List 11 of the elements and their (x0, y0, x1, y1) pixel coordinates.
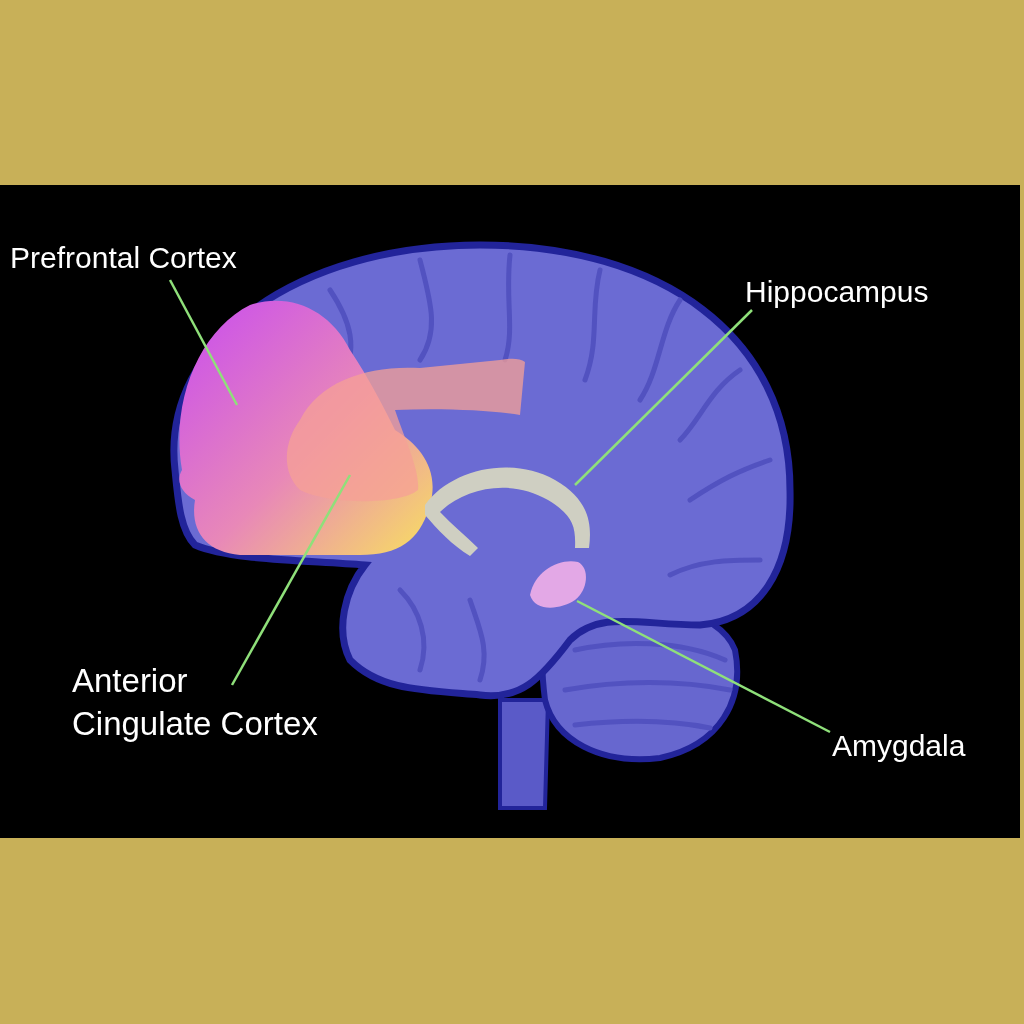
leader-line (168, 279, 239, 406)
leader-line (574, 309, 753, 486)
part-label: Hippocampus (745, 272, 975, 311)
brain-region (286, 358, 525, 502)
part-label: Prefrontal Cortex (10, 238, 290, 277)
leader-line (230, 474, 352, 686)
part-label: Amygdala (832, 726, 1002, 765)
brain-region (530, 561, 586, 608)
part-label: Anterior Cingulate Cortex (72, 660, 322, 746)
brain-region (425, 467, 590, 556)
leader-line (576, 599, 831, 734)
